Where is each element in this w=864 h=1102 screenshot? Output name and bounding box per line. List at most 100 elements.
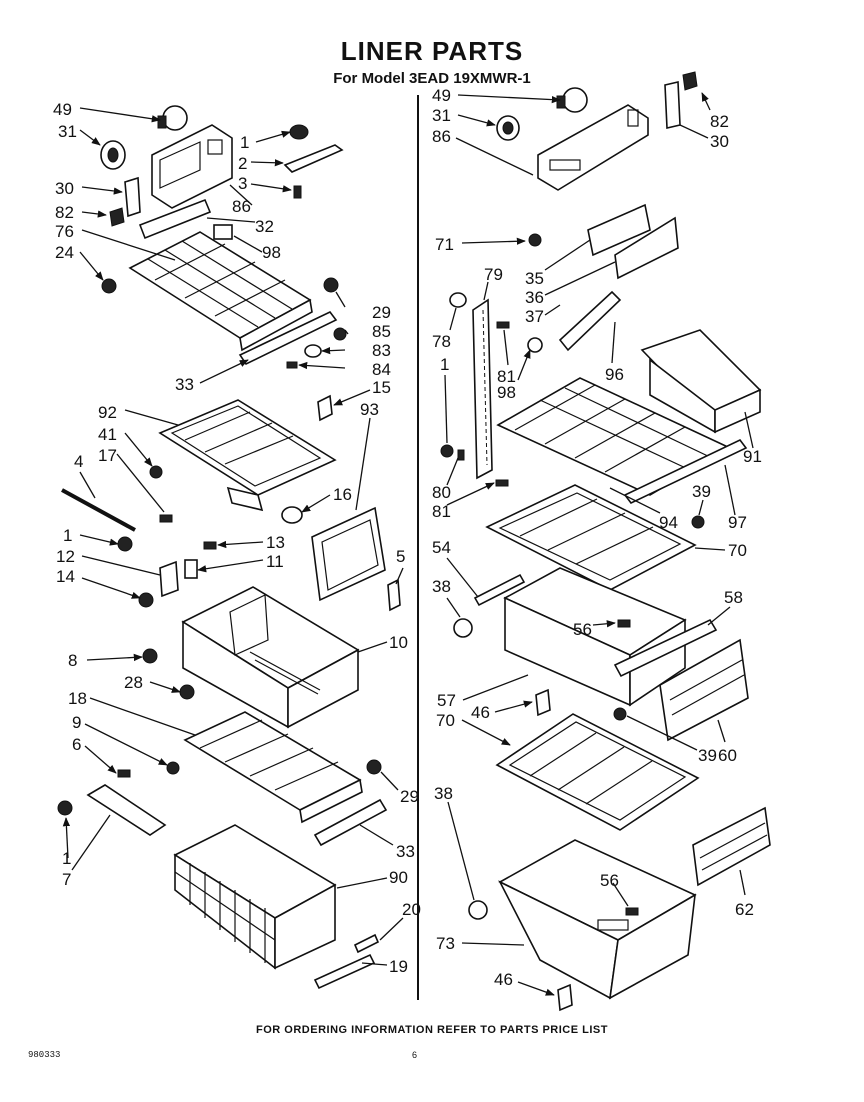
- panel-60-part: [659, 638, 749, 742]
- glass-shelf-92-part: [158, 399, 337, 512]
- clip-98-part: [213, 224, 233, 240]
- callout-label: 57: [437, 691, 456, 710]
- part-38-upper: [453, 618, 473, 638]
- callout-label: 29: [372, 303, 391, 322]
- callout-label: 10: [389, 633, 408, 652]
- callout-label: 12: [56, 547, 75, 566]
- callout-label: 78: [432, 332, 451, 351]
- callout-label: 29: [400, 787, 419, 806]
- screw-6-part: [117, 769, 131, 778]
- part-15: [317, 394, 333, 422]
- callout-label: 31: [432, 106, 451, 125]
- light-housing-part: [151, 124, 233, 209]
- callout-label: 32: [255, 217, 274, 236]
- callout-label: 38: [434, 784, 453, 803]
- ordering-note: FOR ORDERING INFORMATION REFER TO PARTS …: [256, 1024, 608, 1036]
- callout-label: 30: [710, 132, 729, 151]
- callout-label: 11: [266, 552, 284, 571]
- part-80: [457, 449, 465, 461]
- trim-19-part: [313, 953, 376, 990]
- callout-label: 4: [74, 452, 83, 471]
- callout-label: 86: [232, 197, 251, 216]
- callout-label: 80: [432, 483, 451, 502]
- screw-17-part: [159, 514, 173, 523]
- bracket-30-part: [124, 176, 141, 218]
- callout-label: 60: [718, 746, 737, 765]
- part-35: [587, 203, 651, 257]
- callout-label: 28: [124, 673, 143, 692]
- crisper-drawer-57-part: [503, 567, 687, 707]
- wire-basket-90-part: [173, 824, 337, 970]
- callout-label: 71: [435, 235, 454, 254]
- part-1-lower: [57, 800, 73, 816]
- callout-label: 82: [55, 203, 74, 222]
- callout-label: 30: [55, 179, 74, 198]
- support-29-part: [323, 277, 339, 293]
- light-bulb-part: [157, 105, 188, 131]
- callout-label: 46: [494, 970, 513, 989]
- callout-label: 31: [58, 122, 77, 141]
- callout-label: 82: [710, 112, 729, 131]
- part-98-right: [527, 337, 543, 353]
- bin-91-part: [640, 329, 762, 434]
- callout-label: 49: [53, 100, 72, 119]
- callout-label: 73: [436, 934, 455, 953]
- document-number: 980333: [28, 1050, 61, 1060]
- rail-79-part: [472, 298, 493, 480]
- wire-shelf-18-part: [183, 711, 363, 824]
- callout-label: 20: [402, 900, 421, 919]
- callout-label: 8: [68, 651, 77, 670]
- callout-label: 9: [72, 713, 81, 732]
- callout-label: 3: [238, 174, 247, 193]
- part-28: [179, 684, 195, 700]
- panel-93-part: [311, 506, 386, 602]
- crisper-cover-70-upper: [485, 484, 697, 591]
- part-84: [286, 361, 298, 369]
- callout-label: 19: [389, 957, 408, 976]
- pan-10-part: [181, 586, 360, 729]
- part-85: [333, 327, 347, 341]
- callout-label: 1: [63, 526, 72, 545]
- callout-label: 81: [497, 367, 516, 386]
- callout-label: 18: [68, 689, 87, 708]
- clip-82-right: [682, 71, 698, 91]
- callout-label: 2: [238, 154, 247, 173]
- callout-label: 39: [692, 482, 711, 501]
- callout-label: 98: [497, 383, 516, 402]
- callout-label: 33: [175, 375, 194, 394]
- callout-label: 70: [436, 711, 455, 730]
- part-11: [184, 559, 198, 579]
- callout-label: 15: [372, 378, 391, 397]
- trim-97-part: [623, 438, 748, 505]
- screw-56-upper: [617, 619, 631, 628]
- callout-label: 17: [98, 446, 117, 465]
- callout-label: 97: [728, 513, 747, 532]
- lamp-socket-right-part: [496, 115, 520, 141]
- callout-label: 84: [372, 360, 391, 379]
- callout-label: 93: [360, 400, 379, 419]
- callout-label: 49: [432, 86, 451, 105]
- callout-label: 92: [98, 403, 117, 422]
- trim-33-lower: [313, 798, 388, 847]
- callout-label: 98: [262, 243, 281, 262]
- callout-label: 56: [573, 620, 592, 639]
- callout-label: 41: [98, 425, 117, 444]
- callout-label: 94: [659, 513, 678, 532]
- screw-81-lower: [495, 479, 509, 487]
- part-20: [353, 933, 380, 954]
- screw-13-part: [203, 541, 217, 550]
- callout-label: 56: [600, 871, 619, 890]
- page-title: LINER PARTS: [340, 36, 524, 66]
- callout-label: 24: [55, 243, 74, 262]
- callout-label: 1: [62, 849, 71, 868]
- callout-label: 6: [72, 735, 81, 754]
- callout-label: 85: [372, 322, 391, 341]
- part-83: [304, 344, 322, 358]
- part-38-lower: [468, 900, 488, 920]
- part-36: [614, 216, 679, 280]
- trim-58-part: [613, 618, 718, 678]
- top-shelf-part: [128, 231, 313, 352]
- callout-label: 76: [55, 222, 74, 241]
- light-bulb-right-part: [556, 87, 588, 113]
